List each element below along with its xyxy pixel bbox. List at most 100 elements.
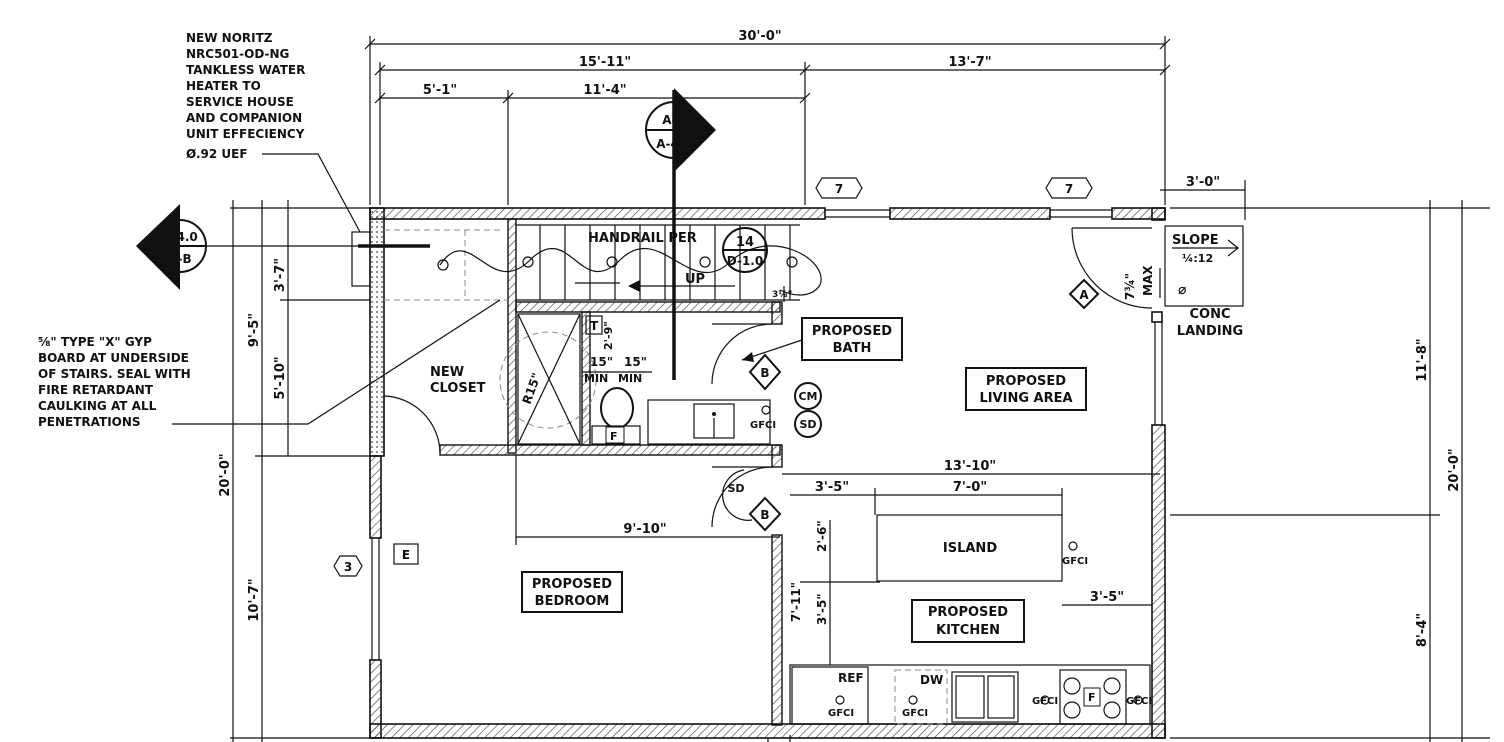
dim-left-mid: 5'-10" [273, 356, 288, 399]
detail-number: 14 [736, 235, 754, 250]
dim-left-total: 20'-0" [218, 453, 233, 496]
bath-gfci: GFCI [750, 420, 776, 431]
dim-kitchen-d: 3'-5" [1090, 590, 1124, 605]
heater-note-line-8: Ø.92 UEF [186, 147, 248, 161]
slope-value: ¼:12 [1182, 252, 1213, 265]
kitchen: 13'-10" 3'-5" 7'-0" ISLAND GFCI 2'-6" 3'… [767, 459, 1160, 742]
landing-label-1: CONC [1189, 307, 1230, 322]
dim-kitchen-e: 7'-11" [789, 582, 803, 622]
landing-step-max: MAX [1141, 265, 1155, 296]
island-gfci: GFCI [1062, 556, 1088, 567]
dim-left-lower: 10'-7" [247, 578, 262, 621]
dw-gfci: GFCI [902, 708, 928, 719]
bath-cm: CM [798, 390, 817, 403]
dim-kitchen-c: 3'-5" [815, 593, 829, 625]
gyp-note-line-6: PENETRATIONS [38, 415, 141, 429]
dim-kitchen-b: 2'-6" [815, 520, 829, 552]
ref-label: REF [838, 671, 864, 685]
water-heater-note: NEW NORITZ NRC501-OD-NG TANKLESS WATER H… [186, 31, 371, 287]
section-mark-a: A-A A-4.0 [645, 88, 716, 172]
bath-dim-29: 2'-9" [602, 321, 615, 350]
bath-door-tag: B [760, 366, 769, 380]
dim-island-length: 7'-0" [953, 480, 987, 495]
gyp-note-line-2: BOARD AT UNDERSIDE [38, 351, 189, 365]
dim-left-seg-b: 11'-4" [583, 83, 626, 98]
bedroom-label-1: PROPOSED [532, 577, 612, 592]
closet: NEW CLOSET [383, 365, 486, 454]
bedroom-sd: SD [727, 482, 744, 495]
stair-step-dim: 3⅛" [772, 290, 792, 300]
landing-step-icon: ⌀ [1178, 282, 1187, 298]
gyp-note-line-4: FIRE RETARDANT [38, 383, 154, 397]
bath-sd: SD [799, 418, 816, 431]
dim-door-offset: 3'-0" [1186, 175, 1220, 190]
section-b-sheet: A-4.0 [162, 230, 198, 244]
section-a-sheet: A-4.0 [656, 137, 692, 151]
toilet-tag: T [590, 319, 599, 333]
dw-label: DW [920, 673, 943, 687]
dim-right-upper: 11'-8" [1415, 338, 1430, 381]
dim-left-seg-a: 5'-1" [423, 83, 457, 98]
detail-sheet: D-1.0 [727, 254, 763, 268]
exterior-walls [369, 207, 1166, 739]
ref-gfci: GFCI [828, 708, 854, 719]
section-b-title: B-B [168, 252, 191, 266]
gyp-note-line-1: ⅝" TYPE "X" GYP [38, 335, 152, 349]
handrail-label: HANDRAIL PER [588, 231, 697, 246]
heater-note-line-6: AND COMPANION [186, 111, 302, 125]
dim-bedroom-width: 9'-10" [623, 522, 666, 537]
dim-kitchen-a: 3'-5" [815, 480, 849, 495]
dim-right-span: 13'-7" [948, 55, 991, 70]
heater-note-line-5: SERVICE HOUSE [186, 95, 294, 109]
heater-note-line-4: HEATER TO [186, 79, 261, 93]
bath-label-2: BATH [833, 341, 872, 356]
gyp-board-note: ⅝" TYPE "X" GYP BOARD AT UNDERSIDE OF ST… [38, 299, 501, 429]
right-dimensions: 11'-8" 8'-4" 20'-0" [1170, 200, 1490, 742]
closet-label-2: CLOSET [430, 381, 486, 396]
bath-min-a: MIN [584, 372, 608, 385]
heater-note-line-7: UNIT EFFECIENCY [186, 127, 305, 141]
bath-fan-tag: F [610, 430, 618, 443]
detail-callout: 14 D-1.0 [722, 227, 768, 273]
interior-walls [358, 90, 783, 726]
living-label-2: LIVING AREA [979, 391, 1072, 406]
heater-note-line-1: NEW NORITZ [186, 31, 273, 45]
bath-min-b: MIN [618, 372, 642, 385]
left-dimensions: 20'-0" 9'-5" 3'-7" 5'-10" 10'-7" [218, 200, 370, 742]
living-label-1: PROPOSED [986, 374, 1066, 389]
living-door-tag: A [1079, 288, 1089, 302]
closet-label-1: NEW [430, 365, 464, 380]
electrical-panel-tag: E [402, 548, 410, 562]
dim-left-span: 15'-11" [579, 55, 631, 70]
dim-right-total: 20'-0" [1447, 448, 1462, 491]
bedroom-door-tag: B [760, 508, 769, 522]
section-mark-b: A-4.0 B-B [136, 204, 360, 290]
landing-label-2: LANDING [1177, 324, 1243, 339]
dim-right-lower: 8'-4" [1415, 613, 1430, 647]
landing-step-dim: 7¾" [1123, 273, 1137, 300]
slope-label: SLOPE [1172, 233, 1219, 248]
bedroom-label-2: BEDROOM [535, 594, 610, 609]
living-area: PROPOSED LIVING AREA A 7 7 [815, 177, 1153, 411]
landing: SLOPE ¼:12 7¾" MAX ⌀ CONC LANDING [1123, 225, 1244, 339]
dim-left-upper: 9'-5" [247, 313, 262, 347]
kitchen-label-2: KITCHEN [936, 623, 1000, 638]
range-gfci: GFCI [1126, 696, 1152, 707]
section-a-title: A-A [662, 113, 686, 127]
window-tag-1: 7 [835, 182, 843, 196]
dim-kitchen-width: 13'-10" [944, 459, 996, 474]
bath-15-a: 15" [590, 355, 613, 369]
bath-r15: R15" [520, 371, 544, 406]
bedroom: PROPOSED BEDROOM 9'-10" E 3 SD B [333, 455, 782, 613]
heater-note-line-2: NRC501-OD-NG [186, 47, 289, 61]
window-tag-2: 7 [1065, 182, 1073, 196]
dim-left-stair: 3'-7" [273, 258, 288, 292]
bathroom: R15" T 2'-9" 15" MIN 15" MIN F GFCI PROP… [499, 313, 903, 445]
sink-gfci: GFCI [1032, 696, 1058, 707]
island-label: ISLAND [943, 541, 997, 556]
bath-15-b: 15" [624, 355, 647, 369]
gyp-note-line-5: CAULKING AT ALL [38, 399, 157, 413]
kitchen-label-1: PROPOSED [928, 605, 1008, 620]
stair-up-label: UP [685, 272, 705, 287]
